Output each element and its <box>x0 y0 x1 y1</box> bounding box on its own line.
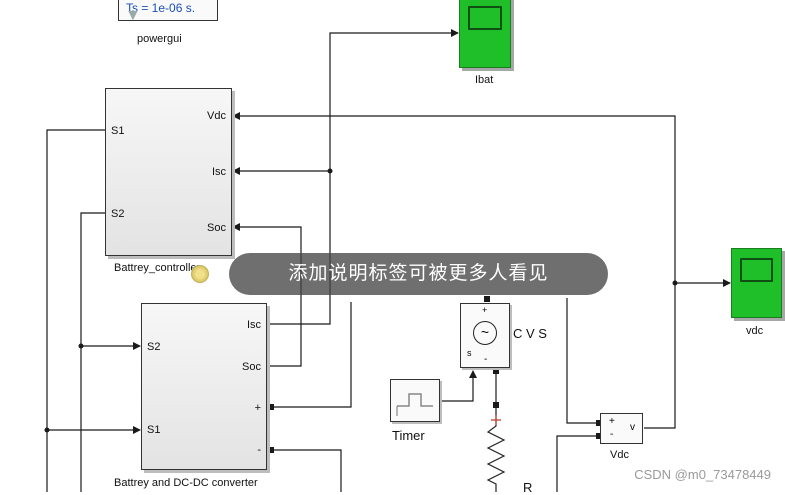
wire-vdc-feedback <box>232 112 676 429</box>
timer-block[interactable] <box>390 379 440 422</box>
port-square <box>268 404 274 410</box>
junction-dot <box>78 343 84 349</box>
scope-screen-icon <box>740 258 773 282</box>
cvs-block[interactable]: + ~ s - <box>460 303 510 368</box>
port-square <box>484 296 490 302</box>
ac-source-icon: ~ <box>473 321 497 345</box>
dcdc-converter-label: Battrey and DC-DC converter <box>114 477 258 489</box>
powergui-setting: Ts = 1e-06 s. <box>126 1 196 15</box>
junction-dot <box>44 427 50 433</box>
dcdc-converter-block[interactable]: S2 S1 Isc Soc + - <box>141 303 267 470</box>
wire-cvs-to-meter <box>566 298 598 424</box>
vdc-scope-label: vdc <box>746 325 764 337</box>
wire-s2 <box>80 212 105 492</box>
meter-plus: + <box>609 416 615 427</box>
cursor-indicator-icon <box>191 265 209 283</box>
port-square <box>493 368 499 374</box>
wire-meter-minus <box>556 435 598 492</box>
timer-step-icon <box>396 393 433 416</box>
meter-out: v <box>630 422 635 433</box>
port-square <box>596 433 602 439</box>
scope-screen-icon <box>468 6 502 30</box>
port-square <box>493 402 499 408</box>
resistor-plus-mark <box>491 415 501 425</box>
controller-in-s1: S1 <box>111 125 125 137</box>
wire-isc-to-ibat <box>264 29 459 325</box>
add-caption-toast[interactable]: 添加说明标签可被更多人看见 <box>229 253 608 295</box>
powergui-label: powergui <box>137 33 182 45</box>
battery-controller-label: Battrey_controller <box>114 262 201 274</box>
ibat-scope-label: Ibat <box>475 74 494 86</box>
cvs-label: C V S <box>513 326 547 341</box>
controller-out-vdc: Vdc <box>207 110 226 122</box>
timer-label: Timer <box>392 428 425 443</box>
vdc-scope[interactable] <box>731 248 782 318</box>
converter-out-soc: Soc <box>242 361 261 373</box>
wire-soc-to-controller <box>232 223 302 367</box>
down-arrow-icon: ▼ <box>125 7 141 24</box>
port-square <box>596 420 602 426</box>
port-square <box>268 447 274 453</box>
controller-out-soc: Soc <box>207 222 226 234</box>
wire-timer-to-cvs <box>440 370 477 402</box>
resistor-shape <box>486 418 506 492</box>
resistor-label: R <box>523 480 533 495</box>
controller-out-isc: Isc <box>211 166 226 178</box>
battery-controller-block[interactable]: S1 S2 Vdc Isc Soc <box>105 88 232 256</box>
meter-minus: - <box>610 429 614 440</box>
vdc-meter-label: Vdc <box>610 449 629 461</box>
converter-in-s1: S1 <box>147 424 161 436</box>
cvs-s: s <box>467 348 472 358</box>
cvs-minus: - <box>484 354 488 365</box>
junction-dot <box>672 280 678 286</box>
cvs-plus: + <box>482 305 488 315</box>
converter-in-s2: S2 <box>147 341 161 353</box>
wire-plus <box>272 302 352 408</box>
junction-dot <box>327 168 333 174</box>
converter-out-isc: Isc <box>246 319 261 331</box>
wire-minus <box>272 449 342 492</box>
powergui-block[interactable]: Ts = 1e-06 s. ▼ <box>118 0 218 24</box>
converter-plus: + <box>254 402 261 414</box>
vdc-meter-block[interactable]: + - v <box>600 413 643 444</box>
wire-s1 <box>46 129 105 492</box>
ibat-scope[interactable] <box>459 0 511 68</box>
csdn-watermark: CSDN @m0_73478449 <box>634 467 771 482</box>
controller-in-s2: S2 <box>111 208 125 220</box>
converter-minus: - <box>257 444 261 456</box>
